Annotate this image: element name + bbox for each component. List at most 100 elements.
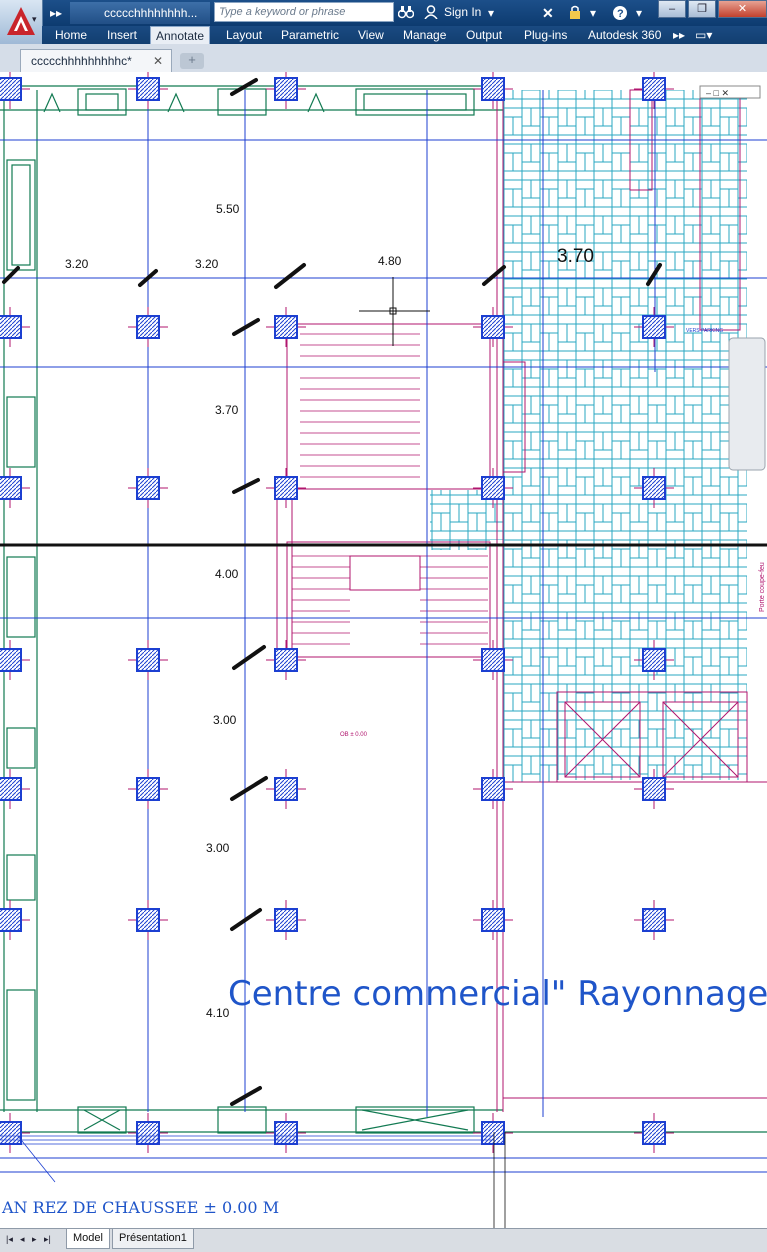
dropdown-arrow-icon-3[interactable]: ▾ bbox=[636, 6, 643, 20]
dim-370-large: 3.70 bbox=[557, 246, 594, 267]
dim-300-b: 3.00 bbox=[206, 841, 230, 855]
column bbox=[473, 900, 513, 940]
layout-tab-bar: |◂ ◂ ▸ ▸| Model Présentation1 bbox=[0, 1228, 767, 1252]
project-banner: Centre commercial" Rayonnage A bbox=[228, 974, 767, 1014]
next-layout-icon[interactable]: ▸ bbox=[32, 1234, 37, 1244]
top-wall-windows bbox=[0, 85, 503, 116]
grid-lines bbox=[0, 90, 767, 1173]
tab-parametric[interactable]: Parametric bbox=[281, 28, 340, 42]
last-layout-icon[interactable]: ▸| bbox=[44, 1234, 51, 1244]
column bbox=[634, 72, 674, 109]
file-tab[interactable]: ccccchhhhhhhhhc* ✕ bbox=[20, 49, 172, 72]
column bbox=[473, 468, 513, 508]
autocad-logo-icon bbox=[7, 7, 35, 35]
left-wall bbox=[3, 90, 38, 1112]
dim-550: 5.50 bbox=[216, 202, 240, 216]
tab-manage[interactable]: Manage bbox=[403, 28, 447, 42]
tab-plugins[interactable]: Plug-ins bbox=[524, 28, 568, 42]
column bbox=[0, 900, 30, 940]
tab-output[interactable]: Output bbox=[466, 28, 503, 42]
dim-480: 4.80 bbox=[378, 254, 402, 268]
binoculars-icon[interactable] bbox=[397, 5, 415, 21]
dim-300-a: 3.00 bbox=[213, 713, 237, 727]
tab-layout[interactable]: Layout bbox=[226, 28, 263, 42]
tile-pattern-area bbox=[430, 90, 747, 782]
column bbox=[473, 72, 513, 109]
help-icon[interactable]: ? bbox=[612, 5, 628, 21]
column bbox=[0, 307, 30, 347]
tab-view[interactable]: View bbox=[358, 28, 384, 42]
parking-label: VERS PARKING bbox=[686, 328, 723, 334]
sign-in-link[interactable]: Sign In bbox=[444, 5, 482, 19]
column bbox=[128, 900, 168, 940]
document-title: ccccchhhhhhhh... bbox=[70, 2, 210, 24]
tab-insert[interactable]: Insert bbox=[107, 28, 138, 42]
column bbox=[0, 468, 30, 508]
tab-presentation1[interactable]: Présentation1 bbox=[112, 1229, 194, 1249]
tab-autodesk-360[interactable]: Autodesk 360 bbox=[588, 28, 662, 42]
svg-text:– □ ✕: – □ ✕ bbox=[706, 88, 729, 98]
column bbox=[0, 1113, 30, 1153]
lock-icon[interactable] bbox=[568, 5, 582, 21]
close-button[interactable]: ✕ bbox=[718, 0, 767, 18]
viewport-controls: – □ ✕ bbox=[699, 85, 766, 471]
exchange-apps-icon[interactable]: ✕ bbox=[542, 5, 554, 21]
column bbox=[128, 640, 168, 680]
column bbox=[473, 1113, 513, 1153]
column bbox=[266, 468, 306, 508]
column bbox=[634, 769, 674, 809]
column bbox=[266, 307, 306, 347]
column bbox=[473, 769, 513, 809]
column bbox=[266, 900, 306, 940]
prev-layout-icon[interactable]: ◂ bbox=[20, 1234, 25, 1244]
new-tab-button[interactable]: + bbox=[180, 53, 204, 69]
bottom-wall-windows bbox=[0, 1106, 767, 1134]
plan-title: AN REZ DE CHAUSSEE ± 0.00 M bbox=[1, 1198, 279, 1217]
minimize-button[interactable]: – bbox=[658, 0, 686, 18]
columns bbox=[0, 72, 674, 1153]
title-bar: ▸▸ ccccchhhhhhhh... Type a keyword or ph… bbox=[0, 0, 767, 26]
ribbon-tabs: Home Insert Annotate Layout Parametric V… bbox=[42, 26, 767, 45]
column bbox=[634, 468, 674, 508]
first-layout-icon[interactable]: |◂ bbox=[6, 1234, 13, 1244]
column bbox=[0, 769, 30, 809]
level-label: OB ± 0.00 bbox=[340, 732, 368, 738]
column bbox=[634, 307, 674, 347]
column bbox=[634, 640, 674, 680]
file-tab-label: ccccchhhhhhhhhc* bbox=[31, 54, 132, 68]
ribbon-minimize-icon[interactable]: ▭▾ bbox=[695, 28, 713, 42]
restore-button[interactable]: ❐ bbox=[688, 0, 716, 18]
column bbox=[128, 769, 168, 809]
column bbox=[128, 72, 168, 109]
dim-410: 4.10 bbox=[206, 1006, 230, 1020]
dropdown-arrow-icon[interactable]: ▾ bbox=[488, 6, 495, 20]
dim-320-mid: 3.20 bbox=[195, 257, 219, 271]
drawing-canvas[interactable]: – □ ✕ 5.50 3.20 3.20 4.80 3.70 3.70 4.00… bbox=[0, 72, 767, 1228]
side-label: Porte coupe-feu bbox=[759, 562, 766, 612]
user-icon[interactable] bbox=[424, 5, 438, 21]
column bbox=[473, 307, 513, 347]
dim-400: 4.00 bbox=[215, 567, 239, 581]
expand-toolbar-icon[interactable]: ▸▸ bbox=[50, 6, 63, 20]
column bbox=[0, 640, 30, 680]
close-tab-icon[interactable]: ✕ bbox=[152, 54, 163, 68]
file-tab-strip: ccccchhhhhhhhhc* ✕ + bbox=[0, 44, 767, 73]
app-menu-arrow-icon: ▾ bbox=[32, 14, 37, 24]
column bbox=[473, 640, 513, 680]
dropdown-arrow-icon-2[interactable]: ▾ bbox=[590, 6, 597, 20]
tab-annotate[interactable]: Annotate bbox=[150, 26, 211, 45]
column bbox=[0, 72, 30, 109]
svg-text:?: ? bbox=[617, 8, 624, 20]
dim-370: 3.70 bbox=[215, 403, 239, 417]
search-input[interactable]: Type a keyword or phrase bbox=[214, 2, 394, 22]
column bbox=[634, 1113, 674, 1153]
column bbox=[266, 1113, 306, 1153]
application-menu-button[interactable]: ▾ bbox=[0, 0, 43, 45]
tab-home[interactable]: Home bbox=[55, 28, 88, 42]
more-tabs-icon[interactable]: ▸▸ bbox=[673, 28, 686, 42]
column bbox=[128, 307, 168, 347]
tab-model[interactable]: Model bbox=[66, 1229, 110, 1249]
stair-treads bbox=[292, 333, 488, 645]
column bbox=[128, 468, 168, 508]
dimension-ticks bbox=[2, 78, 662, 1106]
